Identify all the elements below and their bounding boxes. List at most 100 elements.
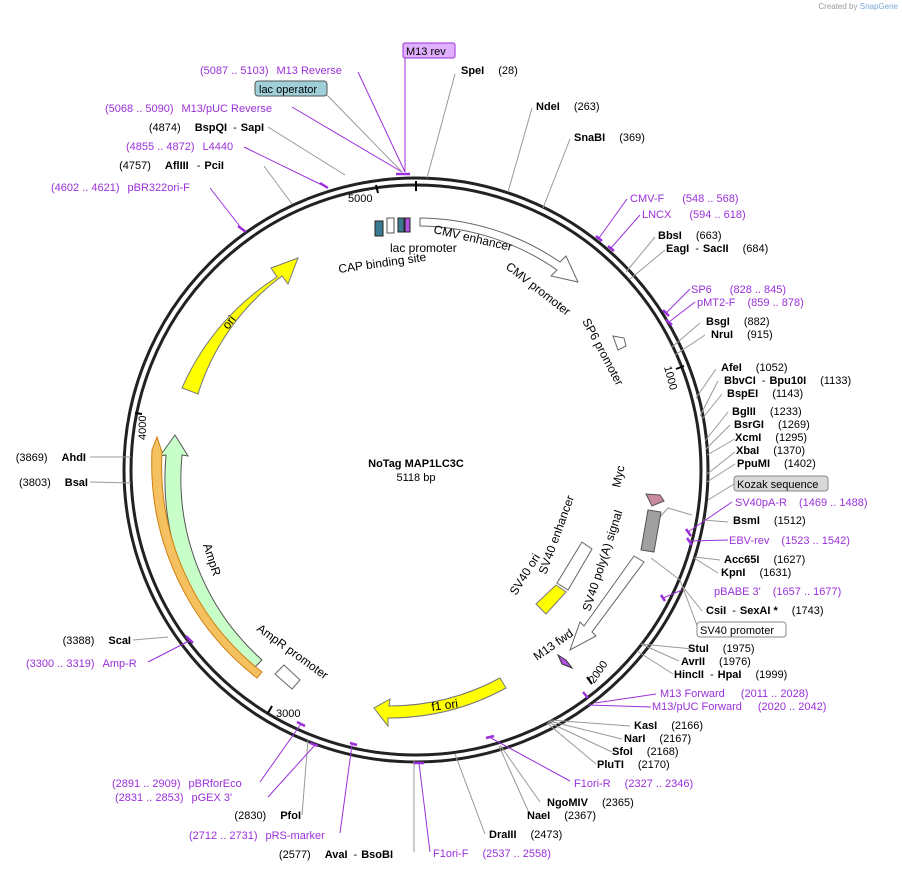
site-bsrgi: BsrGI(1269): [734, 419, 810, 431]
site-xbai: XbaI(1370): [736, 445, 805, 457]
primer-m13-forward: M13 Forward(2011 .. 2028): [660, 688, 808, 700]
f1-ori-label: f1 ori: [430, 696, 458, 714]
plasmid-size: 5118 bp: [397, 472, 436, 484]
primer-pmt2-f: pMT2-F(859 .. 878): [697, 297, 804, 309]
primer-ebv-rev: EBV-rev(1523 .. 1542): [729, 535, 850, 547]
primer-sv40pa-r: SV40pA-R(1469 .. 1488): [735, 497, 867, 509]
site-xcmi: XcmI(1295): [735, 432, 807, 444]
site-spei: SpeI(28): [461, 65, 518, 77]
lac-operator-mark: [397, 217, 405, 233]
primer-sp6: SP6(828 .. 845): [691, 284, 786, 296]
cap-binding-mark: [374, 220, 384, 237]
site-bglii: BglII(1233): [732, 406, 802, 418]
site-eagi: EagI-SacII(684): [666, 243, 768, 255]
primer-lncx: LNCX(594 .. 618): [642, 209, 746, 221]
site-bsai: (3803)BsaI: [19, 477, 88, 489]
site-afliii: (4757)AflIII-PciI: [119, 160, 224, 172]
primer-l4440: (4855 .. 4872)L4440: [126, 141, 233, 153]
tick-4000: [134, 412, 143, 415]
primer-f1ori-r: F1ori-R(2327 .. 2346): [574, 778, 693, 790]
features: [151, 217, 665, 728]
m13-rev-box: M13 rev: [402, 42, 456, 172]
site-kpni: KpnI(1631): [721, 567, 791, 579]
primer-f1ori-f: F1ori-F(2537 .. 2558): [433, 848, 551, 860]
primer-m13puc-forward: M13/pUC Forward(2020 .. 2042): [652, 701, 826, 713]
ampr-label: AmpR: [200, 542, 224, 578]
tick-3000: [267, 705, 273, 714]
m13-fwd-mark: [556, 653, 574, 670]
site-csii: CsiI-SexAI *(1743): [706, 605, 824, 617]
site-stui: StuI(1975): [688, 643, 755, 655]
sv40-enhancer-arrow: [556, 541, 593, 591]
tick-5000: [375, 184, 379, 194]
site-hincii: HincII-HpaI(1999): [674, 669, 787, 681]
sp6-promoter-label: SP6 promoter: [579, 316, 626, 388]
m13-fwd-label: M13 fwd: [531, 626, 576, 663]
primer-connectors: [147, 71, 733, 853]
kozak-block: [640, 509, 662, 553]
tick-2000: [586, 676, 593, 685]
svg-text:Kozak sequence: Kozak sequence: [737, 479, 818, 491]
site-ngomiv: NgoMIV(2365): [547, 797, 634, 809]
ampr-promoter-arrow: [274, 664, 301, 690]
primer-cmv-f: CMV-F(548 .. 568): [630, 193, 739, 205]
site-ppumi: PpuMI(1402): [737, 458, 816, 470]
site-labels: SpeI(28) NdeI(263) SnaBI(369) BbsI(663) …: [461, 65, 851, 841]
site-bspqi: (4874)BspQI-SapI: [149, 122, 264, 134]
primer-pbabe3: pBABE 3'(1657 .. 1677): [714, 586, 841, 598]
tick-label-5000: 5000: [348, 193, 372, 205]
site-labels-left: (2577)AvaI-BsoBI (2830)PfoI (3388)ScaI (…: [16, 122, 393, 861]
myc-label: Myc: [609, 464, 627, 488]
tick-label-4000: 4000: [137, 416, 149, 440]
sv40-polya-arrow: [569, 555, 645, 652]
site-kasi: KasI(2166): [634, 720, 703, 732]
site-bspei: BspEI(1143): [727, 388, 803, 400]
ori-arrow: [181, 257, 299, 395]
site-pluti: PluTI(2170): [597, 759, 670, 771]
primer-m13puc-reverse: (5068 .. 5090)M13/pUC Reverse: [105, 103, 272, 115]
site-nari: NarI(2167): [624, 733, 691, 745]
site-nrui: NruI(915): [711, 329, 773, 341]
cap-binding-site-label: CAP binding site: [337, 250, 427, 276]
site-avai: (2577)AvaI-BsoBI: [279, 849, 393, 861]
sv40-ori-label: SV40 ori: [507, 551, 543, 597]
f1-ori-arrow: [373, 677, 507, 728]
site-ahdi: (3869)AhdI: [16, 452, 86, 464]
site-avrii: AvrII(1976): [681, 656, 751, 668]
sv40-polya-label: SV40 poly(A) signal: [580, 508, 626, 613]
primer-m13-reverse: (5087 .. 5103)M13 Reverse: [200, 65, 342, 77]
lac-promoter-mark: [386, 217, 395, 234]
snapgene-brand: SnapGene: [859, 2, 898, 11]
site-bsmi: BsmI(1512): [733, 515, 806, 527]
plasmid-name: NoTag MAP1LC3C: [368, 458, 464, 470]
primer-pgex3: (2831 .. 2853)pGEX 3': [115, 792, 232, 804]
primer-labels: (5087 .. 5103)M13 Reverse (5068 .. 5090)…: [26, 65, 867, 860]
site-acc65i: Acc65I(1627): [724, 554, 805, 566]
cmv-arrow: [419, 217, 579, 283]
site-naei: NaeI(2367): [527, 810, 596, 822]
lac-promoter-label: lac promoter: [390, 241, 457, 255]
sv40-ori-mark: [535, 584, 567, 615]
kozak-sequence-box: Kozak sequence: [707, 475, 829, 501]
primer-pbr322ori: (4602 .. 4621)pBR322ori-F: [51, 182, 190, 194]
ticks: [134, 181, 685, 714]
ampr-outline-arrow: [151, 435, 263, 679]
site-afei: AfeI(1052): [721, 362, 788, 374]
svg-text:SV40 promoter: SV40 promoter: [700, 625, 774, 637]
site-scai: (3388)ScaI: [63, 635, 131, 647]
site-draiii: DraIII(2473): [489, 829, 562, 841]
site-bsgi: BsgI(882): [706, 316, 770, 328]
site-connectors: [89, 73, 736, 852]
sv40-promoter-box: SV40 promoter: [696, 621, 787, 638]
site-bbsi: BbsI(663): [658, 230, 722, 242]
site-pfoi: (2830)PfoI: [234, 810, 301, 822]
site-bbvci: BbvCI-Bpu10I(1133): [724, 375, 851, 387]
m13-rev-mark: [404, 217, 411, 233]
tick-label-3000: 3000: [276, 708, 300, 720]
site-ndei: NdeI(263): [536, 101, 600, 113]
credit: Created by SnapGene: [818, 2, 898, 11]
tick-1000: [675, 365, 685, 370]
site-snabi: SnaBI(369): [574, 132, 645, 144]
primer-amp-r: (3300 .. 3319)Amp-R: [26, 658, 137, 670]
